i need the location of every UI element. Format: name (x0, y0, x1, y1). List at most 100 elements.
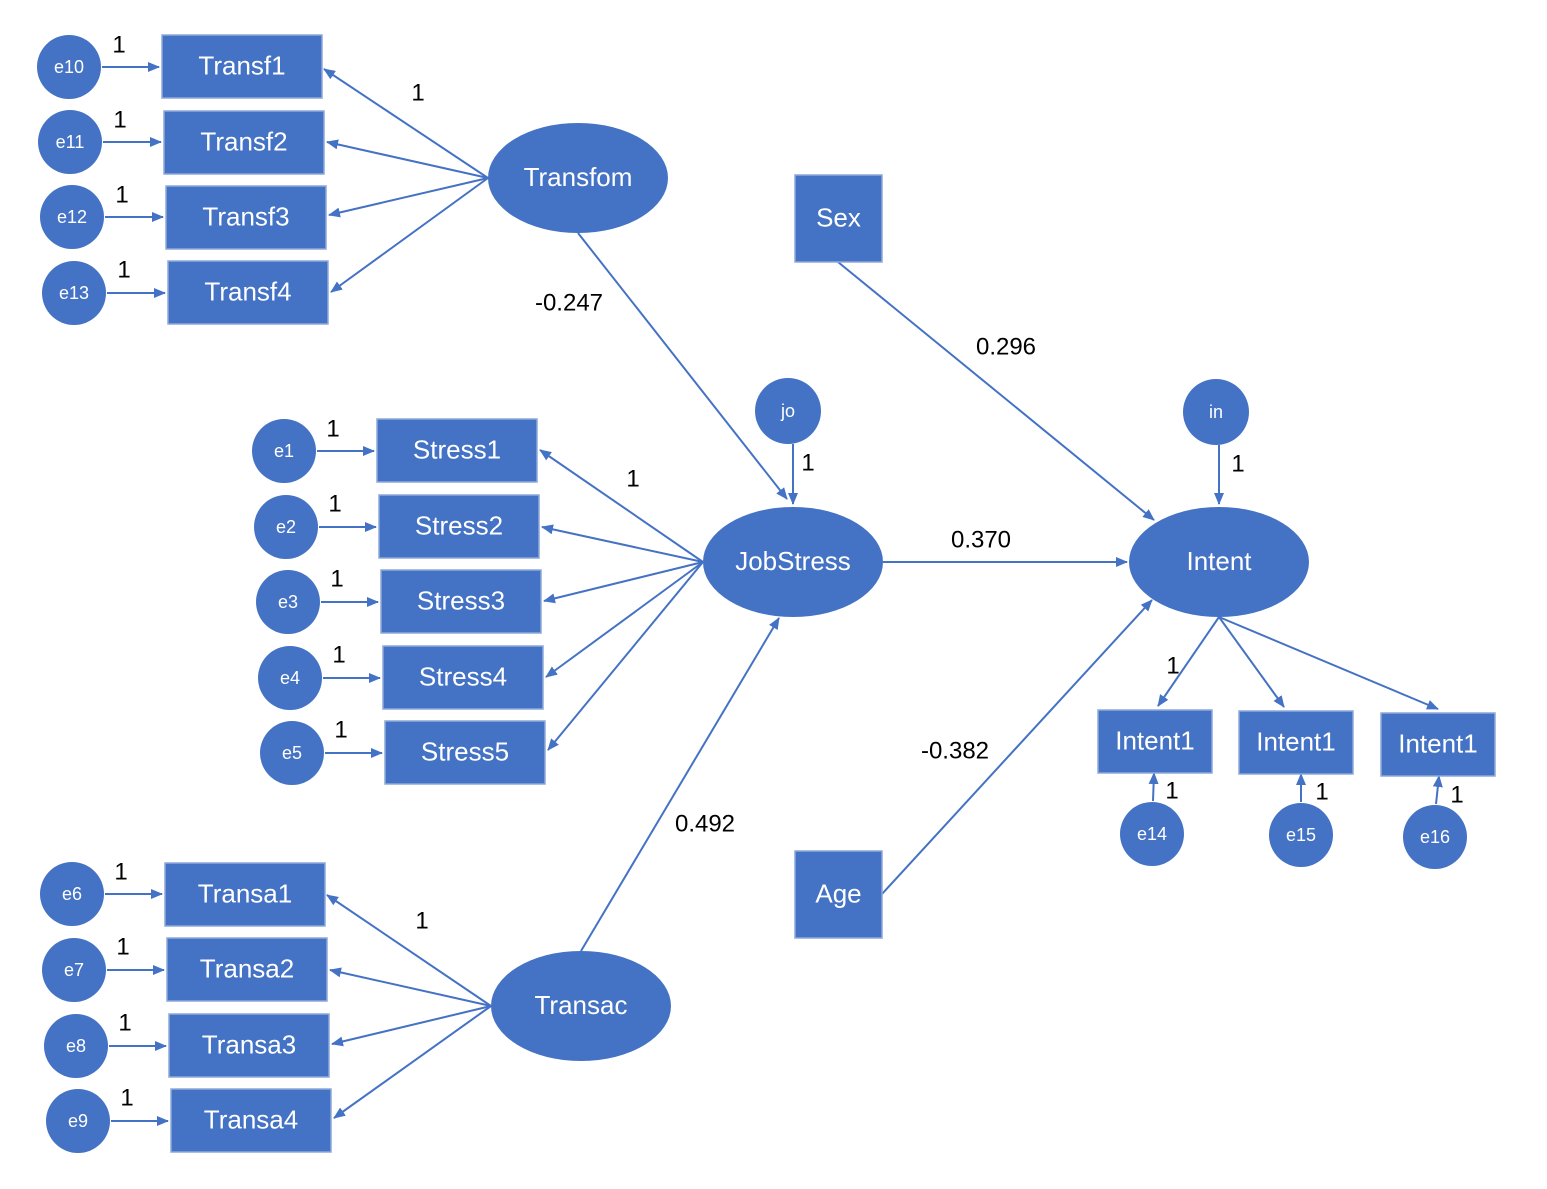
intentc-shape (1380, 712, 1496, 777)
latent-variable-jobstress: JobStress (703, 507, 883, 617)
observed-variable-transf3: Transf3 (165, 185, 327, 250)
e6-label: e6 (62, 884, 82, 904)
latent-variable-intent: Intent (1129, 507, 1309, 617)
path-coefficient-label: 1 (1315, 778, 1328, 805)
transa4-shape (170, 1088, 332, 1153)
e3-label: e3 (278, 592, 298, 612)
intentb-shape (1238, 710, 1354, 775)
observed-variable-intenta: Intent1 (1097, 709, 1213, 774)
path-coefficient-label: -0.382 (921, 737, 989, 764)
transf3-label: Transf3 (202, 201, 289, 231)
stress3-label: Stress3 (417, 585, 505, 615)
transf4-label: Transf4 (204, 276, 291, 306)
error-term-jo: jo (755, 378, 821, 444)
transa3-shape (168, 1013, 330, 1078)
e11-label: e11 (56, 132, 85, 152)
observed-variable-intentc: Intent1 (1380, 712, 1496, 777)
stress2-shape (378, 494, 540, 559)
transf2-label: Transf2 (200, 126, 287, 156)
observed-variable-transf2: Transf2 (163, 110, 325, 175)
stress1-label: Stress1 (413, 434, 501, 464)
transf4-shape (167, 260, 329, 325)
path-arrow-transac-to-jobstress (580, 617, 780, 952)
path-arrow-transfom-to-transf4 (330, 177, 489, 293)
transa1-shape (164, 862, 326, 927)
path-coefficient-label: 1 (334, 716, 347, 743)
path-arrow-jobstress-to-stress5 (547, 561, 704, 751)
stress5-label: Stress5 (421, 736, 509, 766)
transa1-label: Transa1 (198, 878, 292, 908)
observed-variable-transf4: Transf4 (167, 260, 329, 325)
age-label: Age (815, 878, 861, 908)
path-coefficient-label: 1 (120, 1084, 133, 1111)
observed-variable-stress1: Stress1 (376, 418, 538, 483)
e12-shape (40, 185, 104, 249)
path-arrow-intent-to-intentb (1218, 616, 1285, 708)
path-coefficient-label: 0.296 (976, 333, 1036, 360)
e10-label: e10 (54, 57, 84, 77)
stress5-shape (384, 720, 546, 785)
error-term-e12: e12 (40, 185, 104, 249)
path-coefficient-label: 1 (330, 565, 343, 592)
path-arrow-transac-to-transa1 (326, 894, 492, 1007)
transf1-label: Transf1 (198, 50, 285, 80)
e2-shape (254, 495, 318, 559)
transf3-shape (165, 185, 327, 250)
jo-shape (755, 378, 821, 444)
error-term-in: in (1183, 379, 1249, 445)
observed-variable-stress5: Stress5 (384, 720, 546, 785)
path-arrow-jobstress-to-stress3 (543, 561, 704, 604)
path-coefficient-label: 1 (115, 181, 128, 208)
in-label: in (1209, 402, 1223, 422)
transa4-label: Transa4 (204, 1104, 298, 1134)
observed-variable-stress4: Stress4 (382, 645, 544, 710)
e14-label: e14 (1137, 824, 1167, 844)
path-arrow-jobstress-to-stress4 (545, 561, 704, 678)
error-term-e10: e10 (37, 35, 101, 99)
stress4-label: Stress4 (419, 661, 507, 691)
path-arrow-transac-to-transa3 (331, 1005, 492, 1047)
transfom-label: Transfom (524, 162, 633, 192)
sex-shape (794, 174, 883, 263)
path-coefficient-label: 0.492 (675, 810, 735, 837)
stress4-shape (382, 645, 544, 710)
transa2-label: Transa2 (200, 953, 294, 983)
e10-shape (37, 35, 101, 99)
path-coefficient-label: 1 (801, 449, 814, 476)
path-coefficient-label: 1 (411, 79, 424, 106)
e4-shape (258, 646, 322, 710)
e4-label: e4 (280, 668, 300, 688)
error-term-e1: e1 (252, 419, 316, 483)
path-coefficient-label: 1 (326, 415, 339, 442)
path-coefficient-label: 1 (328, 490, 341, 517)
e7-label: e7 (64, 960, 84, 980)
path-arrow-intent-to-intentc (1218, 616, 1439, 710)
latent-variable-transfom: Transfom (488, 123, 668, 233)
e1-label: e1 (274, 441, 294, 461)
e9-label: e9 (68, 1111, 88, 1131)
path-arrow-jobstress-to-stress2 (541, 524, 704, 563)
error-term-e5: e5 (260, 721, 324, 785)
intentb-label: Intent1 (1256, 726, 1336, 756)
error-term-e3: e3 (256, 570, 320, 634)
e16-label: e16 (1420, 827, 1450, 847)
e5-label: e5 (282, 743, 302, 763)
transac-shape (491, 951, 671, 1061)
e1-shape (252, 419, 316, 483)
observed-variable-stress2: Stress2 (378, 494, 540, 559)
error-term-e6: e6 (40, 862, 104, 926)
jobstress-shape (703, 507, 883, 617)
path-arrow-jobstress-to-stress1 (539, 449, 704, 563)
error-term-e4: e4 (258, 646, 322, 710)
transf2-shape (163, 110, 325, 175)
jo-label: jo (780, 401, 795, 421)
observed-variable-stress3: Stress3 (380, 569, 542, 634)
error-term-e9: e9 (46, 1089, 110, 1153)
path-arrow-transfom-to-jobstress (577, 232, 788, 500)
e8-shape (44, 1014, 108, 1078)
observed-variable-transa3: Transa3 (168, 1013, 330, 1078)
path-coefficient-label: 1 (118, 1009, 131, 1036)
transa3-label: Transa3 (202, 1029, 296, 1059)
path-coefficient-label: 1 (1165, 777, 1178, 804)
e7-shape (42, 938, 106, 1002)
